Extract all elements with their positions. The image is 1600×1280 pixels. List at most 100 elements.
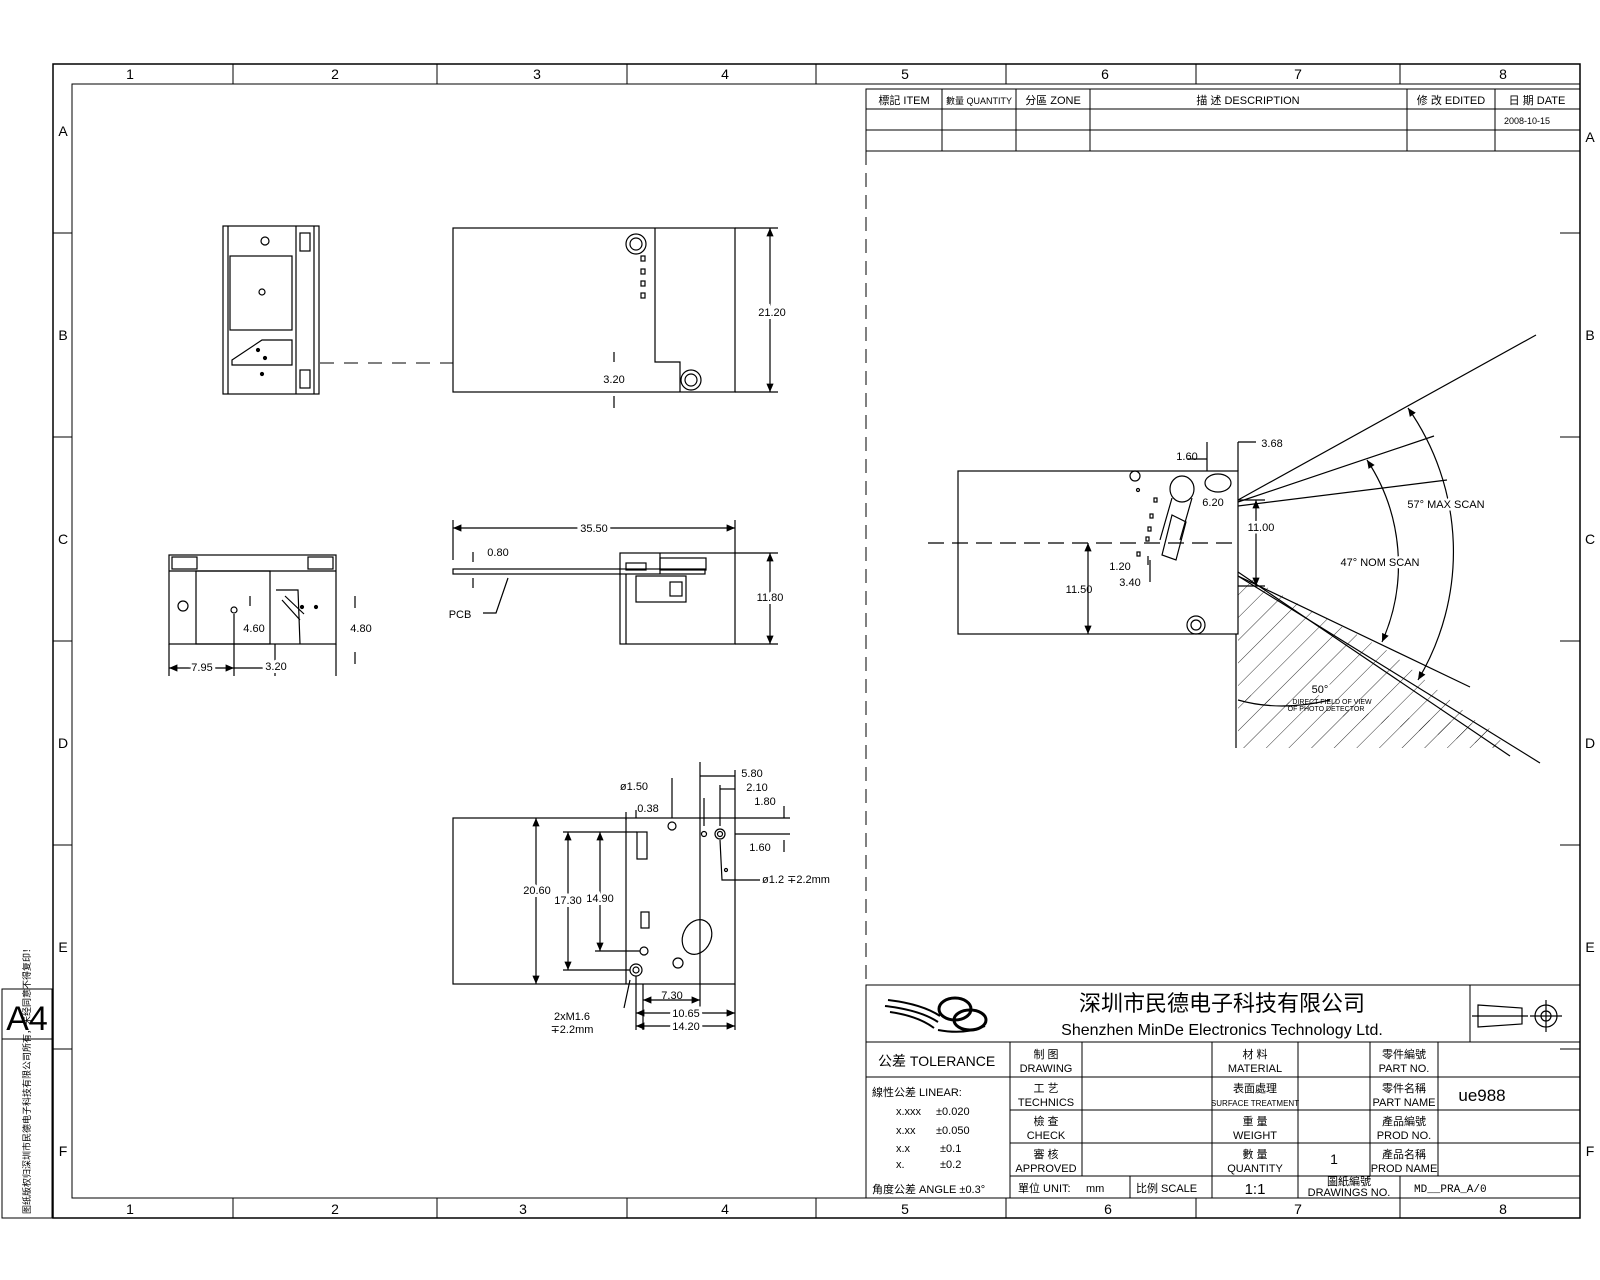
quantity-label-cn: 數 量 bbox=[1242, 1148, 1267, 1161]
weight-label-en: WEIGHT bbox=[1233, 1130, 1277, 1142]
max-scan-label: 57° MAX SCAN bbox=[1407, 499, 1484, 511]
scale-label: 比例 SCALE bbox=[1136, 1181, 1197, 1195]
screw-spec-line2: ∓2.2mm bbox=[551, 1024, 594, 1036]
angle-tolerance-label: 角度公差 ANGLE ±0.3° bbox=[872, 1182, 985, 1196]
check-label-en: CHECK bbox=[1027, 1130, 1066, 1142]
end-view-top bbox=[222, 225, 320, 395]
linear-tolerance-label: 線性公差 LINEAR: bbox=[872, 1085, 962, 1099]
dim-left-320: 3.20 bbox=[265, 661, 286, 673]
tolerance-val-1: ±0.020 bbox=[936, 1106, 970, 1118]
approved-label-en: APPROVED bbox=[1015, 1163, 1076, 1175]
surface-label-en: SURFACE TREATMENT bbox=[1211, 1099, 1299, 1108]
row-label-right-D: D bbox=[1585, 735, 1595, 751]
col-label-top-2: 2 bbox=[331, 66, 339, 82]
row-label-right-B: B bbox=[1585, 327, 1594, 343]
drawings-no-value: MD__PRA_A/0 bbox=[1414, 1184, 1487, 1196]
company-name-cn: 深圳市民德电子科技有限公司 bbox=[1079, 991, 1365, 1016]
col-label-top-7: 7 bbox=[1294, 66, 1302, 82]
approved-label-cn: 審 核 bbox=[1033, 1147, 1058, 1161]
prod-no-label-en: PROD NO. bbox=[1377, 1130, 1431, 1142]
row-label-right-F: F bbox=[1586, 1143, 1595, 1159]
technics-label-en: TECHNICS bbox=[1018, 1097, 1074, 1109]
dim-side-length: 35.50 bbox=[580, 523, 608, 535]
dim-scan-1150: 11.50 bbox=[1066, 584, 1093, 596]
end-view-left bbox=[168, 554, 356, 676]
scale-value: 1:1 bbox=[1245, 1181, 1266, 1198]
col-label-bottom-1: 1 bbox=[126, 1201, 134, 1217]
dim-left-480: 4.80 bbox=[350, 623, 371, 635]
rev-header-quantity: 數量 QUANTITY bbox=[946, 95, 1012, 106]
projection-symbol-icon bbox=[1472, 1000, 1562, 1032]
pcb-label: PCB bbox=[449, 609, 472, 621]
drawings-no-label-en: DRAWINGS NO. bbox=[1308, 1187, 1391, 1199]
row-label-left-E: E bbox=[58, 939, 67, 955]
check-label-cn: 檢 查 bbox=[1033, 1114, 1058, 1128]
dim-bottom-210: 2.10 bbox=[746, 782, 767, 794]
tolerance-val-3: ±0.1 bbox=[940, 1143, 961, 1155]
part-name-label-en: PART NAME bbox=[1373, 1097, 1436, 1109]
col-label-top-3: 3 bbox=[533, 66, 541, 82]
company-logo bbox=[884, 996, 988, 1033]
rev-header-edited: 修 改 EDITED bbox=[1417, 93, 1486, 107]
dim-scan-620: 6.20 bbox=[1202, 497, 1223, 509]
prod-name-label-cn: 產品名稱 bbox=[1382, 1147, 1426, 1161]
col-label-bottom-3: 3 bbox=[519, 1201, 527, 1217]
col-label-top-1: 1 bbox=[126, 66, 134, 82]
technics-label-cn: 工 艺 bbox=[1033, 1082, 1058, 1095]
fov-angle-label: 50° bbox=[1312, 684, 1329, 696]
scan-view bbox=[928, 334, 1541, 764]
dim-bottom-730: 7.30 bbox=[661, 990, 682, 1002]
fov-text-line2: OF PHOTO DETECTOR bbox=[1288, 706, 1365, 713]
col-label-bottom-5: 5 bbox=[901, 1201, 909, 1217]
material-label-en: MATERIAL bbox=[1228, 1063, 1282, 1075]
dim-left-460: 4.60 bbox=[243, 623, 264, 635]
drawing-label-en: DRAWING bbox=[1020, 1063, 1073, 1075]
rev-header-zone: 分區 ZONE bbox=[1025, 94, 1081, 107]
dim-bottom-1490: 14.90 bbox=[586, 893, 614, 905]
unit-label: 單位 UNIT: bbox=[1018, 1181, 1071, 1195]
dim-side-height: 11.80 bbox=[757, 592, 784, 604]
row-label-left-D: D bbox=[58, 735, 68, 751]
col-label-bottom-6: 6 bbox=[1104, 1201, 1112, 1217]
col-label-top-5: 5 bbox=[901, 66, 909, 82]
tolerance-key-4: x. bbox=[896, 1159, 905, 1171]
col-label-bottom-4: 4 bbox=[721, 1201, 729, 1217]
tolerance-val-4: ±0.2 bbox=[940, 1159, 961, 1171]
part-no-label-en: PART NO. bbox=[1379, 1063, 1430, 1075]
col-label-bottom-7: 7 bbox=[1294, 1201, 1302, 1217]
col-label-top-6: 6 bbox=[1101, 66, 1109, 82]
dim-scan-1100: 11.00 bbox=[1248, 522, 1275, 534]
fov-text-line1: DIRECT FIELD OF VIEW bbox=[1292, 699, 1372, 706]
tolerance-label: 公差 TOLERANCE bbox=[878, 1053, 995, 1069]
bottom-view bbox=[452, 762, 790, 1030]
dim-bottom-1420: 14.20 bbox=[672, 1021, 700, 1033]
dim-bottom-180: 1.80 bbox=[754, 796, 775, 808]
part-name-value: ue988 bbox=[1458, 1086, 1505, 1105]
rev-row1-date: 2008-10-15 bbox=[1504, 116, 1550, 126]
quantity-label-en: QUANTITY bbox=[1227, 1163, 1283, 1175]
drawing-label-cn: 制 图 bbox=[1033, 1048, 1058, 1061]
tolerance-key-1: x.xxx bbox=[896, 1106, 922, 1118]
side-view bbox=[452, 520, 778, 645]
row-label-left-F: F bbox=[59, 1143, 68, 1159]
copyright-note: 图纸版权归深圳市民德电子科技有限公司所有，未经同意不得复印！ bbox=[21, 944, 32, 1214]
material-label-cn: 材 料 bbox=[1242, 1047, 1267, 1061]
surface-label-cn: 表面處理 bbox=[1233, 1081, 1277, 1095]
weight-label-cn: 重 量 bbox=[1242, 1114, 1267, 1128]
dim-top-height: 21.20 bbox=[758, 307, 786, 319]
row-label-right-C: C bbox=[1585, 531, 1595, 547]
drawings-no-label-cn: 圖紙編號 bbox=[1327, 1174, 1371, 1188]
prod-name-label-en: PROD NAME bbox=[1371, 1163, 1438, 1175]
sheet-size-box bbox=[1, 988, 53, 1219]
col-label-bottom-2: 2 bbox=[331, 1201, 339, 1217]
dim-scan-368: 3.68 bbox=[1261, 438, 1282, 450]
screw-spec-line1: 2xM1.6 bbox=[554, 1011, 590, 1023]
dim-bottom-2060: 20.60 bbox=[523, 885, 551, 897]
dim-scan-340: 3.40 bbox=[1119, 577, 1140, 589]
column-ticks bbox=[53, 64, 1580, 1218]
company-name-en: Shenzhen MinDe Electronics Technology Lt… bbox=[1061, 1022, 1383, 1039]
title-block-grid bbox=[865, 984, 1581, 1199]
col-label-top-8: 8 bbox=[1499, 66, 1507, 82]
dim-bottom-038: 0.38 bbox=[637, 803, 658, 815]
row-label-right-A: A bbox=[1585, 129, 1595, 145]
